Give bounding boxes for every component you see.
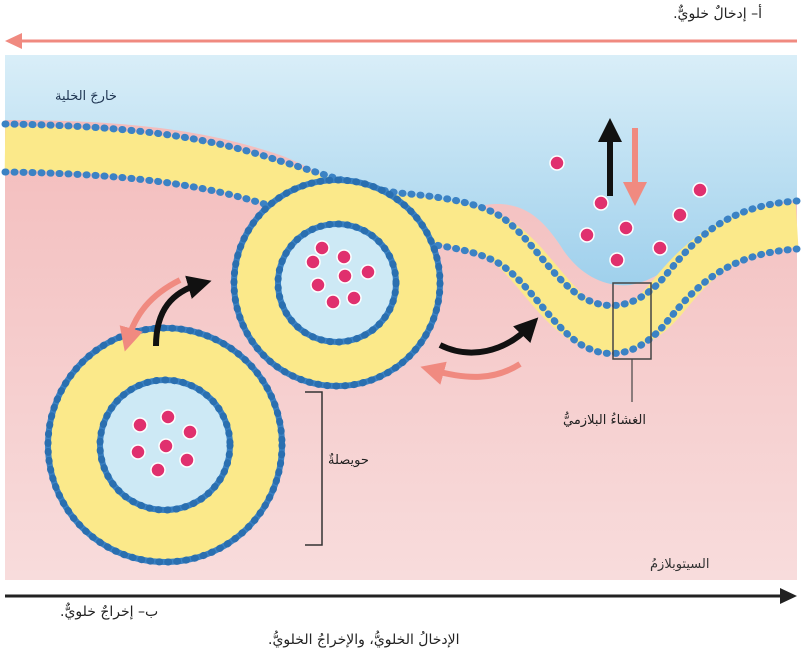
endocytosis-label: أ– إدخالٌ خلويٌّ. [673,6,762,22]
fusing-vesicle [231,177,443,389]
endocytosis-direction-arrowhead [5,33,22,49]
cytoplasm-label: السيتوبلازمُ [650,557,709,572]
figure-caption: الإدخالُ الخلويُّ، والإخراجُ الخلويُّ. [268,632,460,648]
exocytosis-label: ب– إخراجٌ خلويٌّ. [60,604,158,620]
outside-cell-label: خارجَ الخلية [55,89,117,104]
vesicle-label: حويصلةٌ [328,453,369,468]
plasma-membrane-label: الغشاءُ البلازميُّ [563,413,646,428]
exocytosis-direction-arrowhead [780,588,797,604]
